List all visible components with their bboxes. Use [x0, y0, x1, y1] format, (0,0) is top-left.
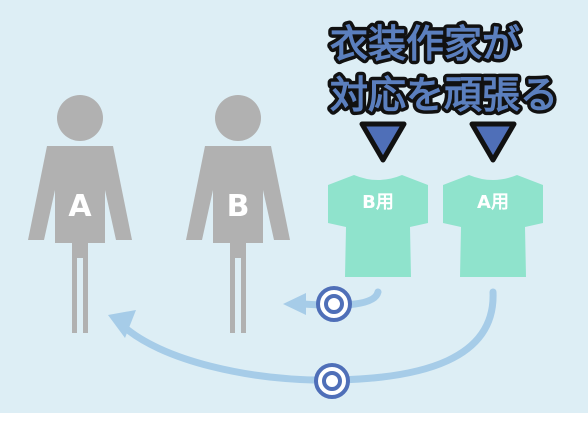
caption-line-1: 衣装作家が — [330, 22, 520, 66]
costume-b-label: B用 — [362, 192, 394, 213]
costume-b: B用 — [328, 175, 428, 277]
caption-line-2: 対応を頑張る — [330, 73, 558, 117]
ok-marker-icon — [314, 363, 350, 399]
figure-b: B — [186, 95, 290, 333]
down-arrow-icon — [469, 121, 517, 163]
ok-marker-icon — [316, 286, 352, 322]
arrowhead-icon — [108, 310, 136, 338]
figure-a-label: A — [68, 189, 92, 224]
costume-a-label: A用 — [477, 192, 509, 213]
caption: 衣装作家が 対応を頑張る — [327, 19, 562, 121]
arrow-costume-b-to-figure-b — [299, 288, 382, 309]
figure-a: A — [28, 95, 132, 333]
down-arrow-icon — [359, 121, 407, 163]
costume-a: A用 — [443, 175, 543, 277]
arrowhead-icon — [283, 293, 306, 315]
flow-arrows — [108, 288, 497, 384]
figure-b-label: B — [227, 189, 250, 224]
